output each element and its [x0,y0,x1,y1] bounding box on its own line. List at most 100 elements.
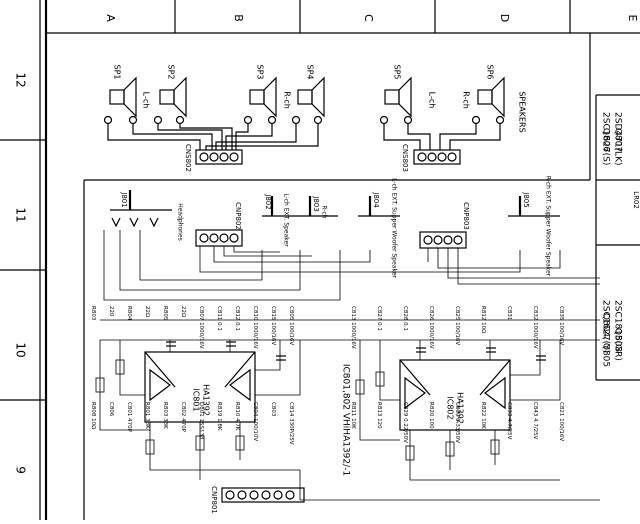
speaker-sp4: SP4 [291,65,325,125]
svg-text:SP5: SP5 [393,65,402,80]
speaker-sp3: SP3 [243,65,277,125]
right-part-6: C831 [506,306,512,320]
right-part-1: C827 0.1 [376,306,382,331]
left-part-6: C807 1000/16V [198,306,204,349]
left-part-22: C803 [270,402,276,417]
svg-text:L-ch EXT. Speaker: L-ch EXT. Speaker [283,193,290,247]
left-part-0: R803 [90,306,96,321]
left-part-8: C812 0.1 [234,306,240,331]
right-part-5: R812 10Ω [480,306,486,333]
right-part-16: C843 4.7/25V [532,402,538,440]
speaker-sp1: SP1 [103,65,138,125]
left-part-4: R805 [162,306,168,321]
svg-text:IC801: IC801 [192,388,201,411]
jack-j802: J802 L-ch EXT. Speaker [262,193,300,247]
row-label-10: 10 [14,342,28,357]
right-part-12: R820 100 [428,402,434,429]
row-label-12: 12 [14,72,28,87]
left-part-14: C801 470P [126,402,132,433]
column-label-e: E [626,15,639,22]
svg-text:J805: J805 [522,191,530,207]
svg-text:CNP802: CNP802 [234,202,242,230]
svg-text:SP6: SP6 [486,65,495,80]
left-part-12: R808 10Ω [90,402,96,429]
speaker-label-rch-right: R-ch [462,91,471,109]
row-label-11: 11 [14,207,28,222]
svg-text:IC802: IC802 [446,396,455,419]
transistor-part-2: 2SC1627(Y) [601,300,611,353]
svg-text:Headphones: Headphones [177,203,184,241]
right-part-0: C813 1000/16V [350,306,356,349]
jack-wiring [100,230,600,341]
right-part-11: C829 0.22/50V [402,402,408,443]
left-part-9: C810 1000/16V [252,306,258,349]
left-part-20: R810 4.7K [234,402,240,431]
passive-components [95,341,546,461]
left-part-7: C811 0.1 [216,306,222,331]
right-part-9: R811 10K [350,402,356,429]
speaker-sp6: SP6 [471,65,505,125]
svg-text:J803: J803 [312,195,320,211]
speaker-sp2: SP2 [153,65,187,125]
svg-text:CNS803: CNS803 [401,144,409,172]
transistor-part-1: 2SD471(LK) [613,112,623,166]
q807-ref: Q807 [613,128,623,152]
transistor-table: Q806 2SC1627(S) Q807 2SC1627(S) Q804, Q8… [595,94,640,381]
connector-cnp802: CNP802 [195,202,243,247]
speaker-label-lch-left: L-ch [142,92,151,109]
svg-text:SP3: SP3 [256,65,265,80]
left-part-11: C805 100/16V [288,306,294,345]
right-part-4: C825 100/16V [454,306,460,345]
jack-j801: J801 Headphones [110,190,184,241]
jack-j803: J803 R-ch [300,195,338,219]
svg-text:L-ch EXT. Supper Woofer Speake: L-ch EXT. Supper Woofer Speaker [391,178,398,278]
left-part-10: C815 100/16V [270,306,276,345]
left-part-2: R804 [126,306,132,321]
left-part-1: 220 [108,306,114,317]
left-part-19: R819 1.8K [216,402,222,431]
row-labels: 12 11 10 9 [14,72,28,473]
right-part-14: R822 10K [480,402,486,429]
right-part-10: R813 120 [376,402,382,429]
speaker-label-rch-left: R-ch [283,91,292,109]
right-part-15: C833 4.7/25V [506,402,512,440]
svg-text:J804: J804 [372,191,380,208]
left-part-16: R803 33K [162,402,168,429]
speakers-title: SPEAKERS [518,91,527,132]
jack-j804: J804 L-ch EXT. Supper Woofer Speaker [358,178,400,278]
svg-text:CNP803: CNP803 [462,202,470,230]
column-label-c: C [362,14,375,22]
connector-cnp803: CNP803 [419,202,470,249]
ic-note: IC801,802 VHiHA1392/-1 [341,364,351,476]
left-part-15: R801 33K [144,402,150,429]
right-part-2: C828 0.1 [402,306,408,331]
column-labels: A B C D E [104,14,639,22]
connector-cnp801: CNP801 [210,486,305,514]
right-part-17: C821 100/16V [558,402,564,441]
column-label-a: A [104,14,117,22]
svg-text:SP4: SP4 [306,65,315,80]
speaker-label-lch-right: L-ch [428,92,437,109]
column-label-b: B [232,14,245,22]
speaker-wiring [107,124,501,150]
ic802: IC802 HA1392 [399,359,511,431]
right-part-13: C830 0.33/50V [454,402,460,443]
transistor-part-3: 2SC1815(GR) [613,300,623,361]
left-part-3: 22Ω [144,306,150,317]
transistor-part-0: 2SC1627(S) [601,112,611,165]
q806-ref: Q806 [601,128,611,153]
jack-j805: J805 R-ch EXT. Supper Woofer Speaker [508,176,560,277]
left-part-18: D801 1SS133 [198,402,204,440]
partial-ref: LR02 [632,191,640,209]
right-part-7: C832 1000/16V [532,306,538,349]
row-label-9: 9 [14,466,28,474]
connector-cns803: CNS803 [401,144,461,172]
q804-ref: Q804, Q805 [601,313,611,367]
connector-cns802: CNS802 [184,144,243,172]
column-label-d: D [498,14,511,22]
svg-text:SP2: SP2 [167,65,176,80]
